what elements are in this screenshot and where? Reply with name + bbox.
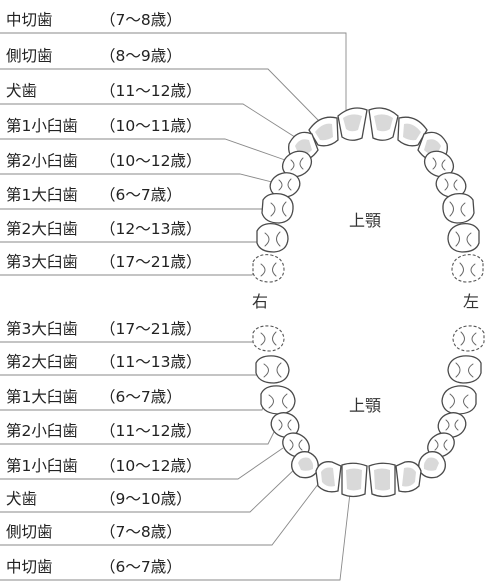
lower-tooth-name: 第2小臼歯 [6,422,78,440]
leader-lower-first-premolar [0,447,284,480]
leader-lower-central-incisor [0,492,351,581]
lower-tooth-name: 第1大臼歯 [6,388,78,406]
lower-tooth-name: 第3大臼歯 [6,320,78,338]
lower-tooth-age: （6～7歳） [100,558,182,576]
upper-tooth-name: 第2小臼歯 [6,152,78,170]
leader-lower-canine [0,465,299,513]
lower-first-molar-left [441,385,477,415]
upper-tooth-age: （10～11歳） [100,117,201,135]
upper-tooth-age: （8～9歳） [100,47,182,65]
upper-tooth-name: 側切歯 [6,47,53,65]
leader-upper-first-premolar [0,138,286,161]
upper-tooth-name: 第2大臼歯 [6,220,78,238]
lower-tooth-name: 犬歯 [6,490,37,508]
lower-central-incisor-left [368,462,396,498]
upper-second-molar-right [256,223,289,253]
upper-third-molar-left [451,254,484,283]
leader-upper-second-molar [0,237,261,243]
lower-second-molar-right [255,355,290,384]
upper-tooth-name: 第1大臼歯 [6,186,78,204]
leader-upper-canine [0,103,299,140]
lower-tooth-name: 第1小臼歯 [6,457,78,475]
lower-tooth-age: （17～21歳） [100,320,201,338]
lower-canine-right [291,451,319,479]
upper-second-molar-left [447,223,480,253]
lower-tooth-age: （6～7歳） [100,388,182,406]
leader-lower-third-molar [0,337,257,343]
leader-lower-lateral-incisor [0,478,323,546]
upper-tooth-name: 第3大臼歯 [6,253,78,271]
lower-tooth-name: 側切歯 [6,523,53,541]
upper-tooth-name: 中切歯 [6,11,53,29]
upper-tooth-name: 犬歯 [6,82,37,100]
upper-first-premolar-left [423,150,455,178]
upper-central-incisor-left [368,107,399,141]
lower-jaw-label: 上顎 [349,396,381,415]
upper-tooth-name: 第1小臼歯 [6,117,78,135]
leader-lower-second-premolar [0,427,277,445]
lower-third-molar-right [252,325,285,352]
lower-tooth-age: （7～8歳） [100,523,182,541]
lower-second-premolar-right [270,412,300,438]
lower-first-molar-right [260,385,296,415]
leader-upper-lateral-incisor [0,68,320,122]
upper-tooth-age: （7～8歳） [100,11,182,29]
upper-tooth-age: （17～21歳） [100,253,201,271]
upper-jaw-label: 上顎 [349,211,381,230]
upper-first-molar-right [261,192,294,224]
upper-first-molar-left [442,192,475,224]
lower-tooth-age: （11～13歳） [100,353,201,371]
upper-third-molar-right [252,254,285,283]
lower-third-molar-left [452,325,485,352]
upper-tooth-age: （6～7歳） [100,186,182,204]
upper-lateral-incisor-right [308,116,339,147]
lower-lateral-incisor-right [315,461,342,493]
lower-tooth-age: （9～10歳） [100,490,192,508]
upper-lateral-incisor-left [397,116,428,147]
lower-tooth-age: （11～12歳） [100,422,201,440]
leader-upper-first-molar [0,207,267,210]
upper-tooth-age: （11～12歳） [100,82,201,100]
lower-tooth-name: 第2大臼歯 [6,353,78,371]
upper-tooth-age: （10～12歳） [100,152,201,170]
lower-tooth-age: （10～12歳） [100,457,201,475]
lower-arch [252,325,485,498]
lower-second-premolar-left [437,412,467,438]
upper-central-incisor-right [337,107,368,141]
lower-second-molar-left [447,355,482,384]
leader-upper-second-premolar [0,173,277,184]
upper-second-premolar-right [269,172,301,198]
lower-tooth-name: 中切歯 [6,558,53,576]
upper-first-premolar-right [281,150,313,178]
lower-lateral-incisor-left [395,461,422,493]
leader-lower-second-molar [0,370,261,376]
upper-tooth-age: （12～13歳） [100,220,201,238]
left-side-label: 左 [463,292,479,311]
lower-canine-left [418,451,446,479]
right-side-label: 右 [252,292,268,311]
lower-central-incisor-right [341,462,368,498]
upper-arch [252,107,484,283]
leader-upper-central-incisor [0,32,347,110]
